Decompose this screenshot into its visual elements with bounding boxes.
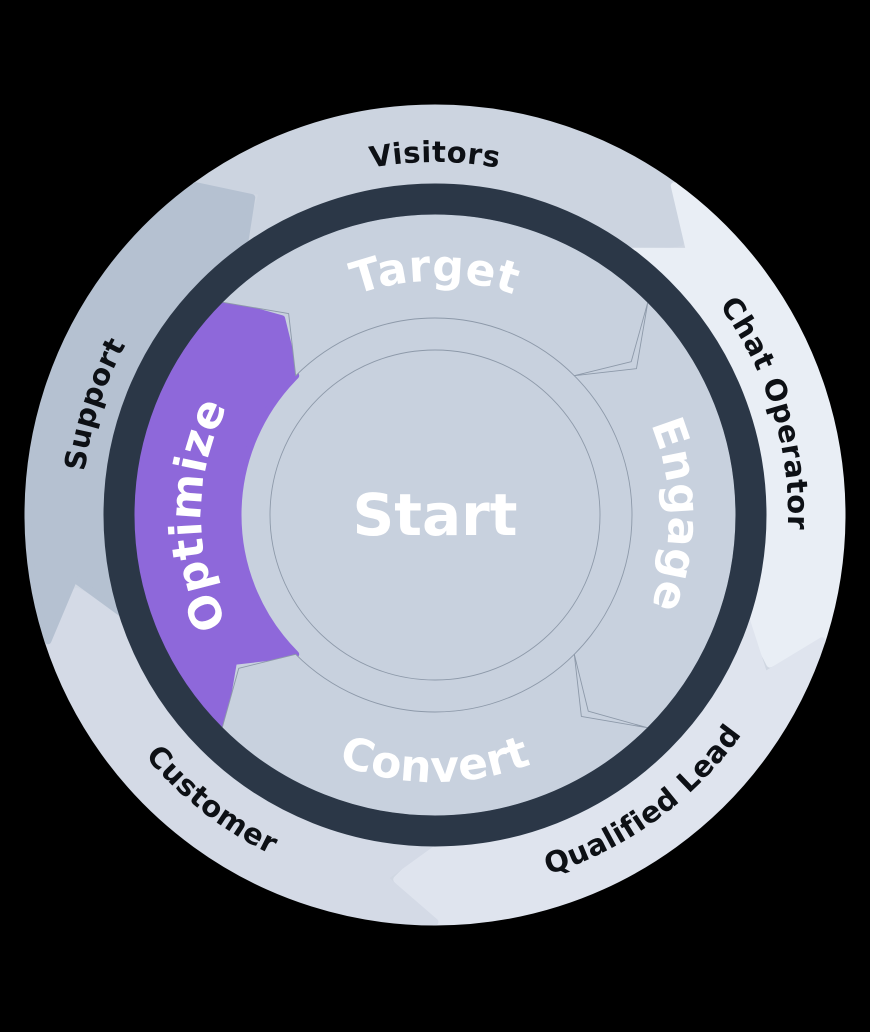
divider-ring [103, 183, 767, 847]
outer-ring-label-visitors: Visitors [367, 135, 503, 175]
start-label: Start [353, 481, 518, 549]
start-circle [269, 349, 601, 681]
